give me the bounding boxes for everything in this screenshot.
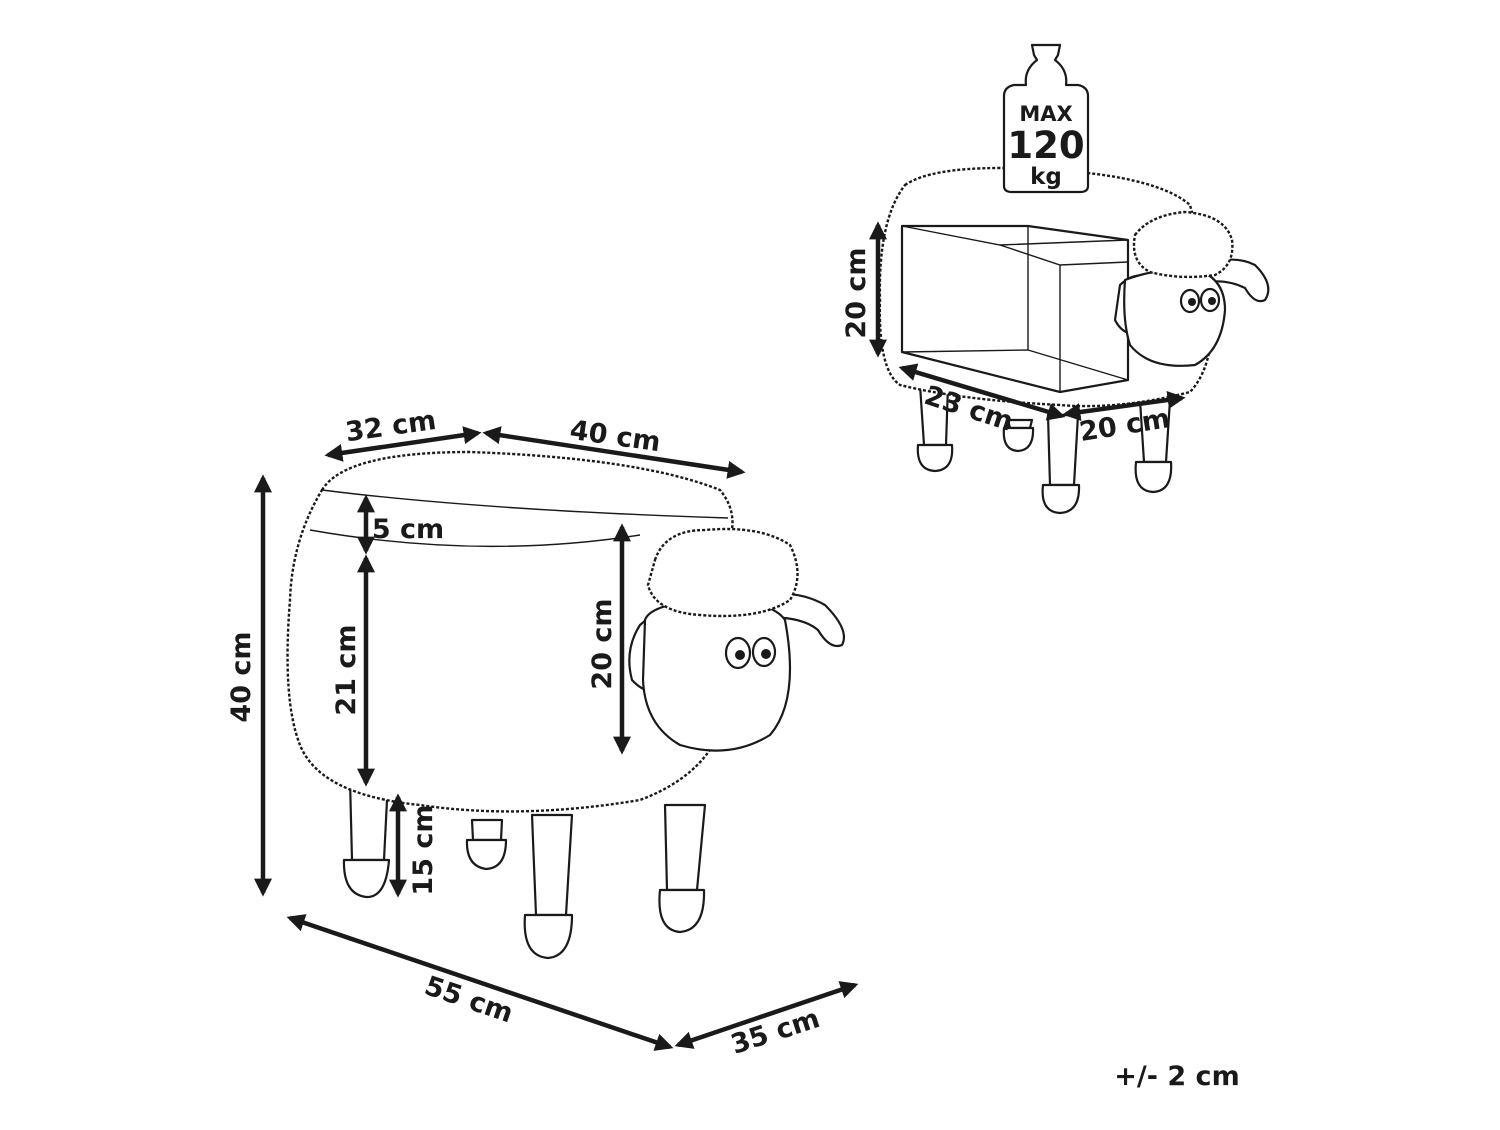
leg-height-label: 15 cm [408,804,439,895]
inner-depth-arrow [898,363,1066,421]
seat-length-label: 40 cm [568,415,663,458]
weight-badge-max: MAX [1019,102,1072,126]
front-right-leg [658,803,707,934]
main-dimension-lines [254,426,859,1051]
weight-badge-unit: kg [1030,164,1062,190]
back-right-leg [465,818,508,871]
head-fleece [646,527,799,618]
storage-dimension-lines [869,221,1186,421]
inner-width-arrow [1062,391,1186,421]
cushion-height-label: 5 cm [372,514,444,545]
seat-length-arrow [482,426,746,479]
body-height-label: 21 cm [331,624,362,715]
total-length-arrow [286,914,674,1051]
seat-depth-arrow [324,426,482,462]
total-width-arrow [674,981,859,1049]
max-weight-badge: MAX 120 kg [1002,43,1090,194]
front-left-leg [523,813,574,960]
face [641,598,792,752]
sheep-head [628,527,846,752]
tolerance-note: +/- 2 cm [1114,1061,1239,1092]
head-height-label: 20 cm [587,598,618,689]
sheep-stool-storage-view [878,166,1270,515]
back-left-leg [342,778,391,899]
weight-badge-value: 120 [1007,124,1084,167]
total-height-label: 40 cm [226,631,257,722]
inner-height-label: 20 cm [841,247,872,338]
